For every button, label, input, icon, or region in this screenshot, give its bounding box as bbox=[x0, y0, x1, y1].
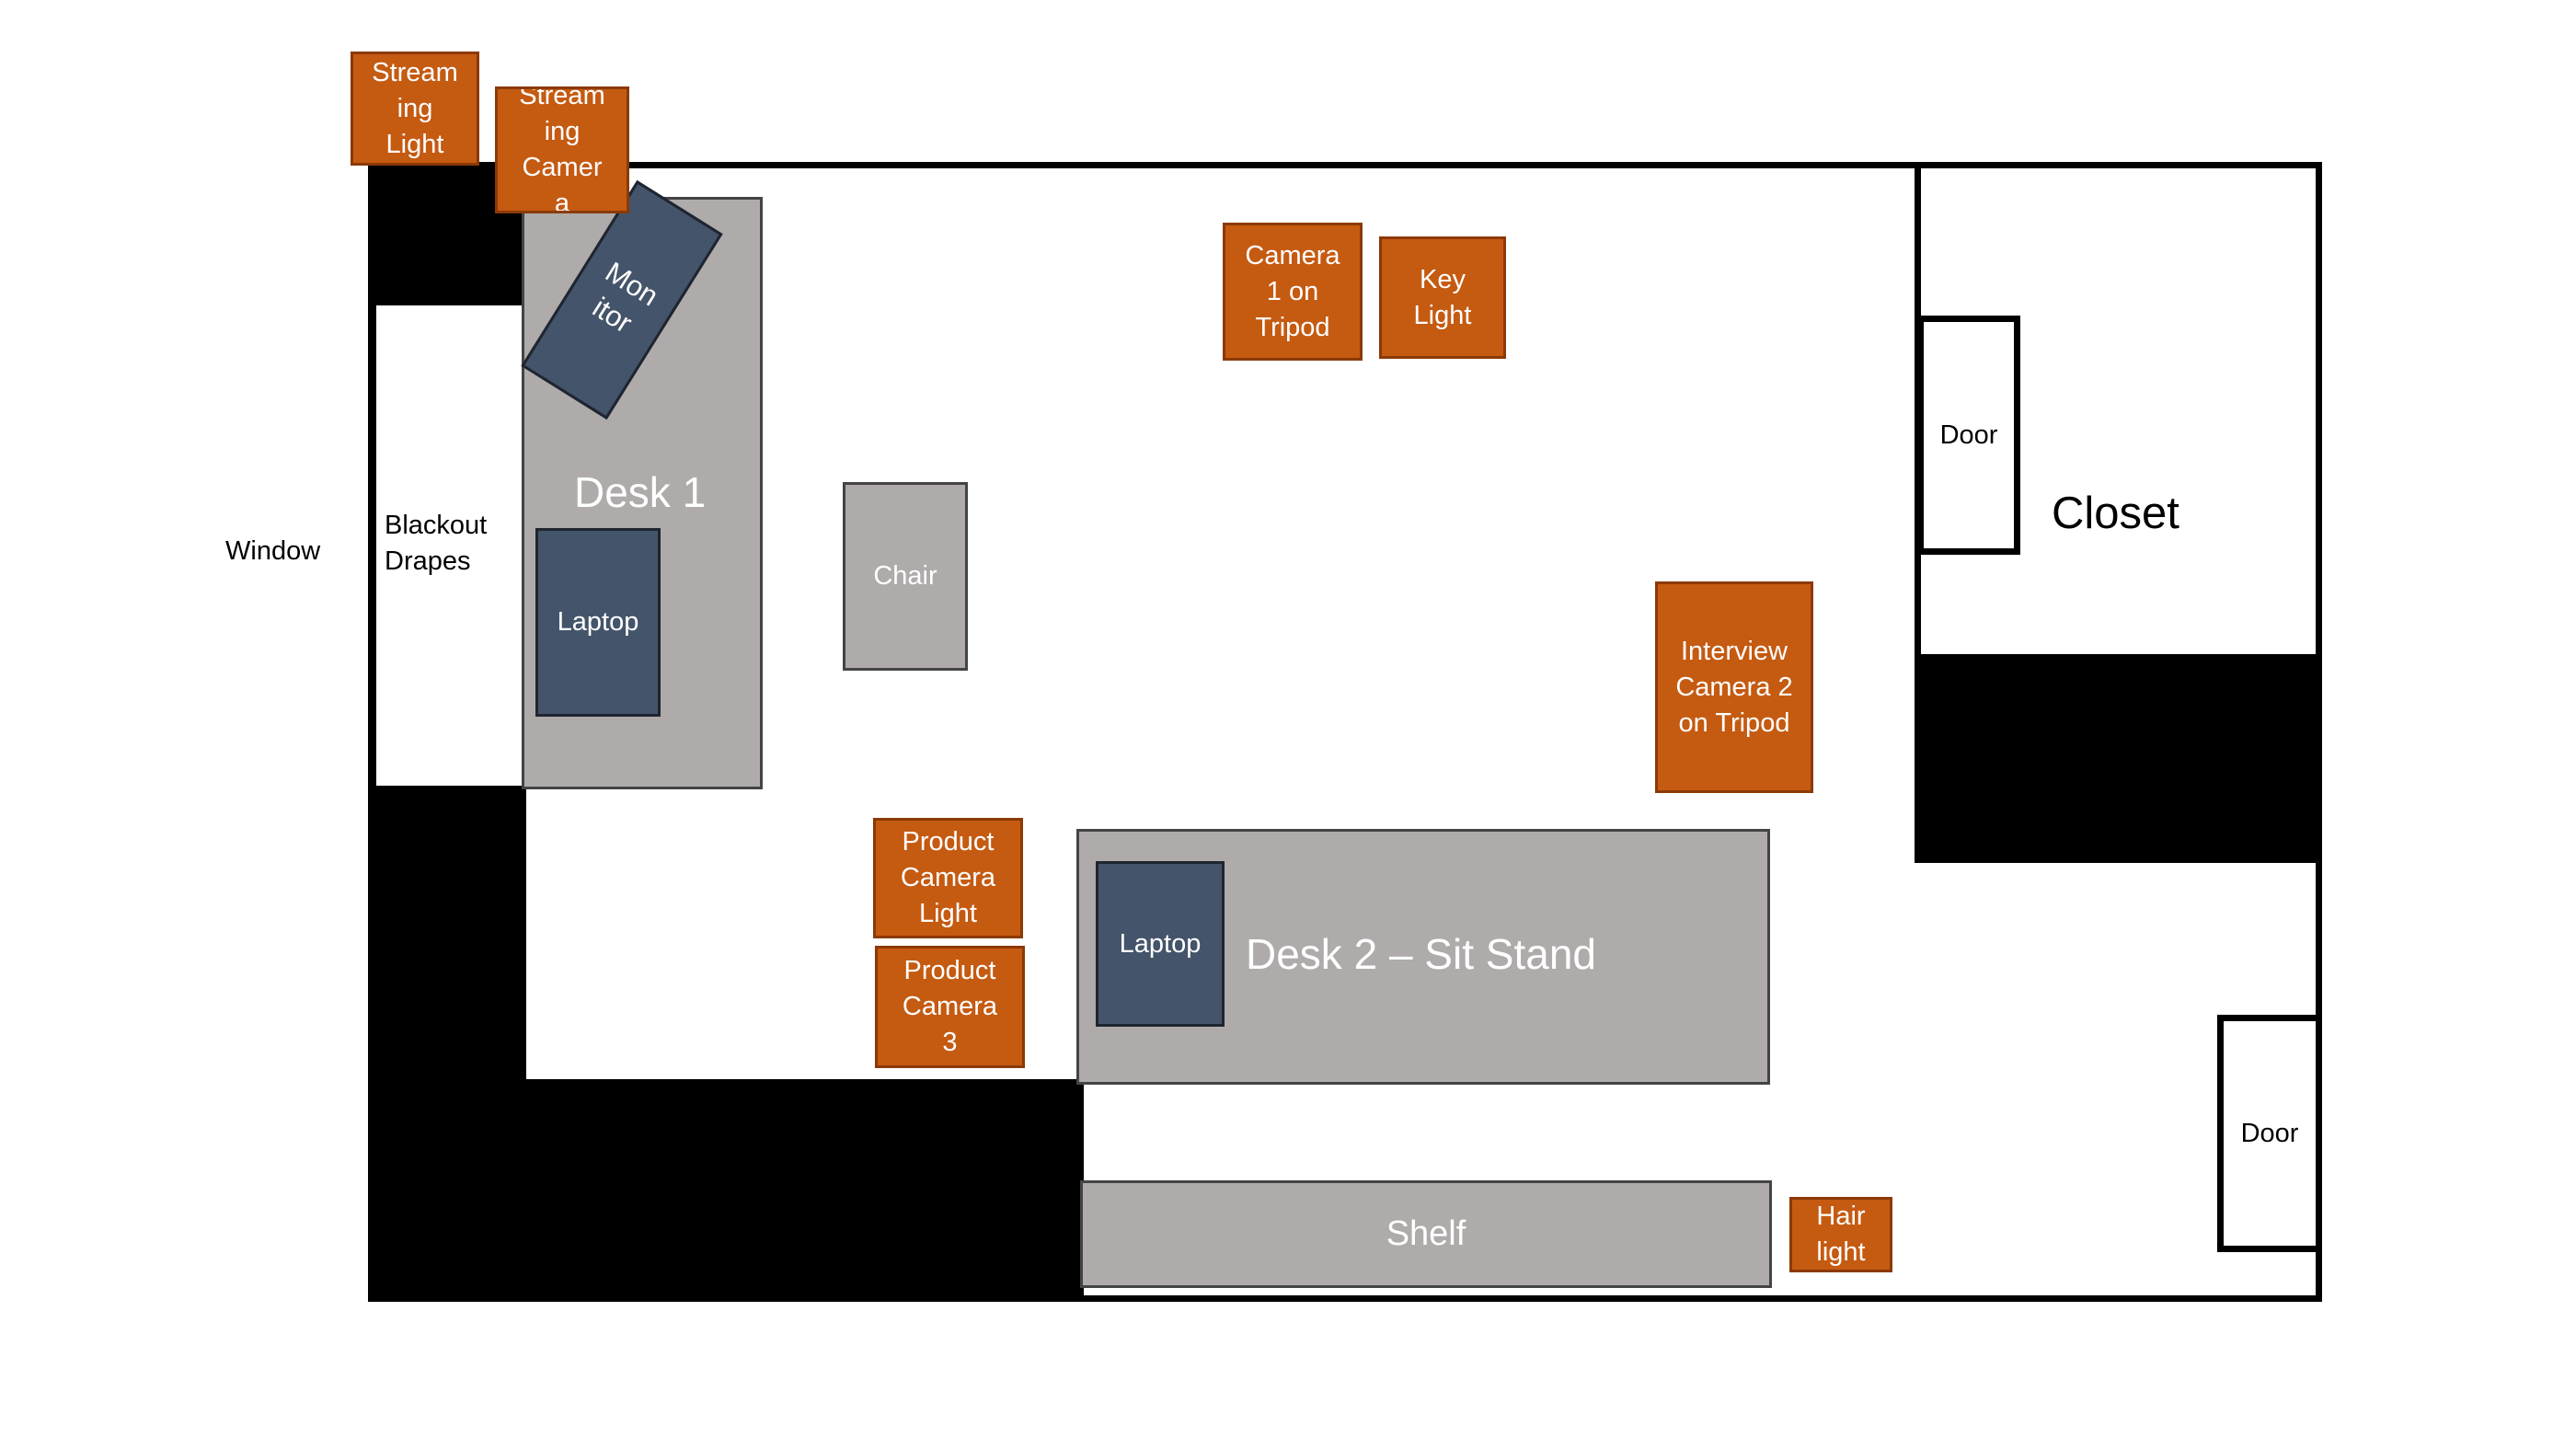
streaming-camera: Stream ing Camer a bbox=[495, 86, 629, 213]
room-door: Door bbox=[2217, 1015, 2322, 1252]
product-camera-light: Product Camera Light bbox=[873, 818, 1023, 938]
key-light: Key Light bbox=[1379, 236, 1506, 359]
laptop-desk-1-label: Laptop bbox=[557, 607, 639, 637]
camera-1-tripod: Camera 1 on Tripod bbox=[1223, 223, 1363, 361]
laptop-desk-1: Laptop bbox=[535, 528, 661, 717]
streaming-light: Stream ing Light bbox=[351, 52, 479, 166]
desk-1-label: Desk 1 bbox=[574, 468, 707, 516]
laptop-desk-2-label: Laptop bbox=[1119, 928, 1202, 959]
wall-bottom-left bbox=[368, 1079, 1084, 1302]
laptop-desk-2: Laptop bbox=[1096, 861, 1225, 1027]
closet-door-label: Door bbox=[1939, 420, 1998, 450]
monitor-label: Mon itor bbox=[587, 255, 664, 339]
closet-door: Door bbox=[1917, 316, 2020, 555]
blackout-drapes-label: Blackout Drapes bbox=[385, 511, 488, 576]
interview-camera-2-tripod: Interview Camera 2 on Tripod bbox=[1655, 581, 1813, 793]
shelf-label: Shelf bbox=[1386, 1214, 1466, 1253]
room-door-label: Door bbox=[2240, 1118, 2299, 1148]
desk-2-label: Desk 2 – Sit Stand bbox=[1246, 930, 1596, 978]
wall-closet-bottom bbox=[1915, 656, 2322, 863]
shelf: Shelf bbox=[1080, 1180, 1772, 1288]
window-label: Window bbox=[225, 536, 321, 566]
hair-light: Hair light bbox=[1789, 1197, 1892, 1272]
blackout-drapes bbox=[373, 302, 529, 789]
chair: Chair bbox=[843, 482, 968, 671]
product-camera-3: Product Camera 3 bbox=[875, 946, 1025, 1068]
closet-label: Closet bbox=[2052, 489, 2179, 538]
chair-label: Chair bbox=[873, 561, 937, 591]
